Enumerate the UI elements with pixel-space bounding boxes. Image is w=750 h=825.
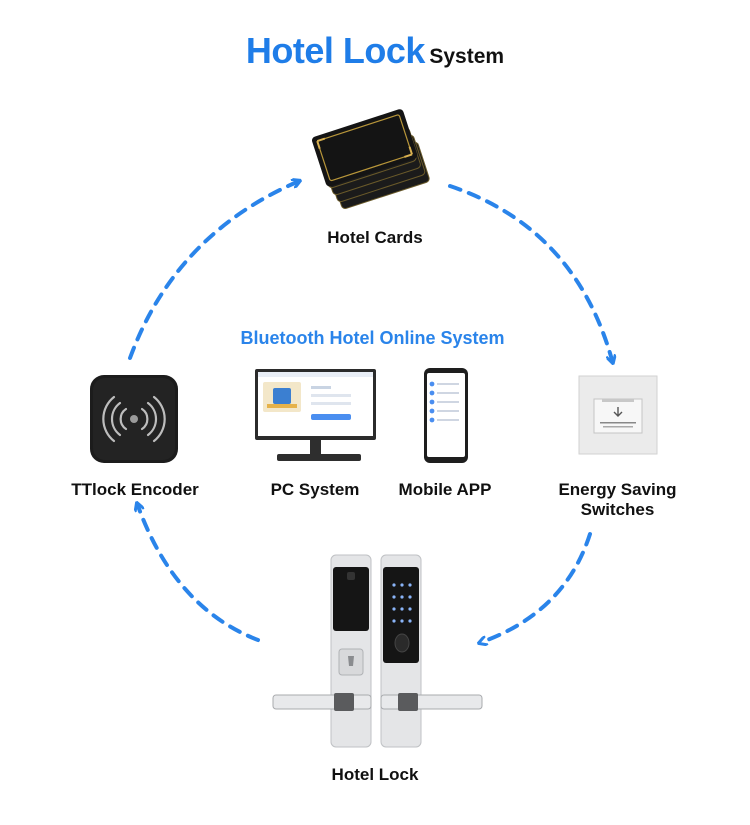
encoder-image — [90, 375, 178, 463]
label-pc-system: PC System — [270, 480, 360, 499]
arrow-switch-to-lock — [482, 532, 592, 642]
label-hotel-cards: Hotel Cards — [327, 228, 423, 247]
title-main: Hotel Lock — [245, 30, 426, 71]
label-energy-saving: Energy Saving Switches — [535, 480, 700, 520]
label-ttlock-encoder: TTlock Encoder — [71, 480, 199, 499]
arrow-lock-to-encoder — [138, 506, 260, 642]
diagram-title: Hotel Lock System — [0, 30, 750, 72]
label-energy-saving-line1: Energy Saving — [558, 480, 677, 499]
phone-image — [424, 368, 468, 463]
label-energy-saving-line2: Switches — [580, 500, 655, 519]
monitor-image — [255, 369, 376, 461]
label-hotel-lock: Hotel Lock — [331, 765, 419, 784]
door-lock-image — [272, 554, 483, 748]
label-mobile-app: Mobile APP — [398, 480, 492, 499]
title-sub: System — [429, 45, 505, 68]
energy-switch-image — [578, 375, 658, 455]
arrow-cards-to-switch — [448, 184, 612, 360]
hotel-cards-image — [311, 109, 430, 210]
arrow-encoder-to-cards — [128, 182, 297, 360]
center-title: Bluetooth Hotel Online System — [240, 328, 505, 348]
